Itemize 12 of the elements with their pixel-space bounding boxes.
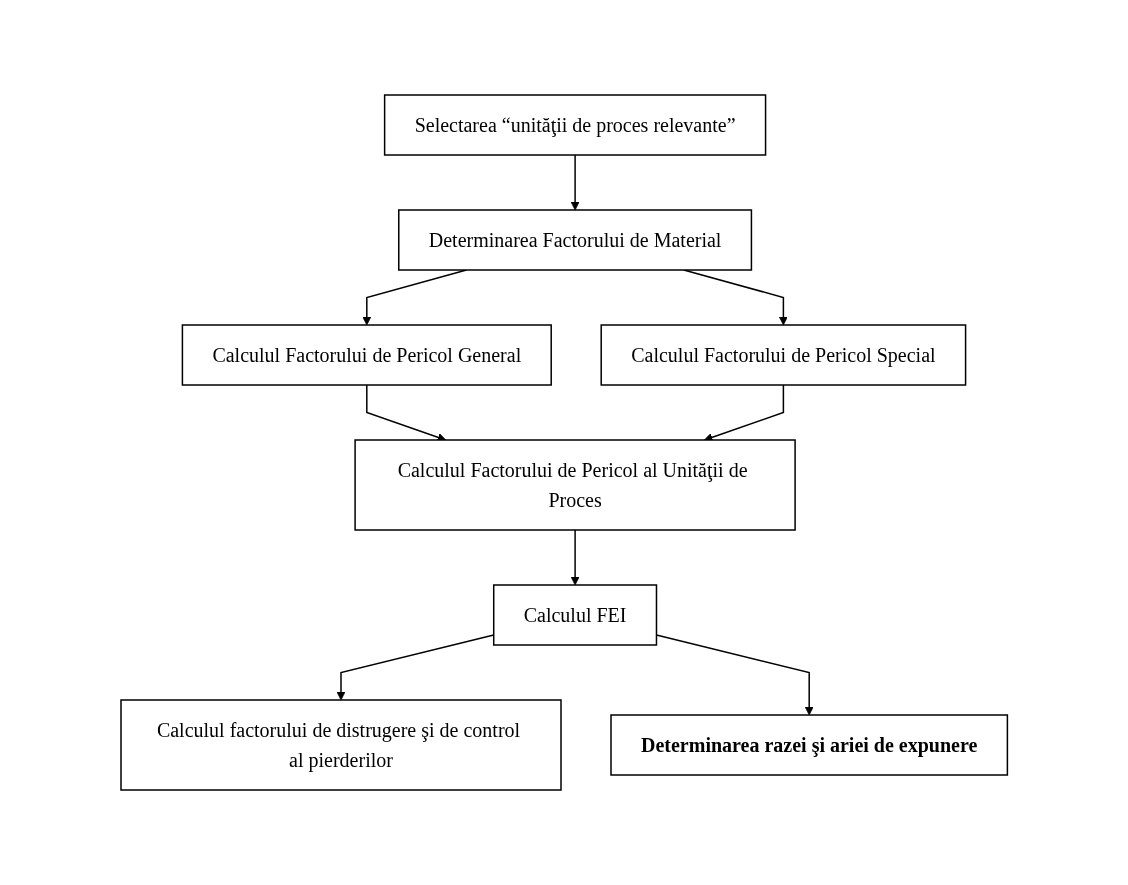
node-box: Selectarea “unităţii de proces relevante” <box>383 94 767 156</box>
arrow <box>570 529 580 586</box>
node-box: Calculul factorului de distrugere şi de control al pierderilor <box>120 699 562 791</box>
node-box: Determinarea Factorului de Material <box>397 209 752 271</box>
arrow <box>570 154 580 211</box>
arrow <box>703 384 784 442</box>
node-box: Calculul Factorului de Pericol Special <box>600 324 967 386</box>
node-box: Determinarea razei şi ariei de expunere <box>610 714 1008 776</box>
arrow <box>365 384 446 442</box>
node-box: Calculul FEI <box>492 584 658 646</box>
node-box: Calculul Factorului de Pericol al Unităţii de Proces <box>354 439 796 531</box>
node-box: Calculul Factorului de Pericol General <box>181 324 552 386</box>
